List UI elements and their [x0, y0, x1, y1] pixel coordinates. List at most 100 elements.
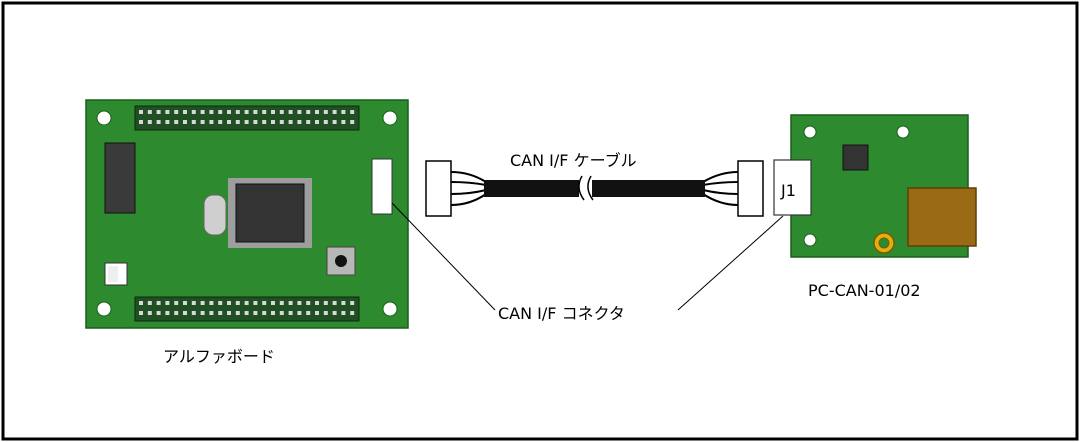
header-pin — [323, 301, 328, 305]
header-pin — [200, 110, 205, 114]
header-pin — [191, 110, 196, 114]
header-pin — [306, 120, 311, 124]
header-pin — [139, 311, 143, 315]
header-pin — [209, 301, 214, 305]
leader-lines — [391, 202, 784, 311]
header-pin — [253, 110, 258, 114]
header-pin — [156, 110, 161, 114]
header-pin — [156, 311, 161, 315]
header-pin — [165, 110, 170, 114]
header-pin — [147, 120, 152, 124]
can-connector-label: CAN I/F コネクタ — [498, 304, 625, 323]
header-pin — [139, 120, 143, 124]
usb-connector — [907, 187, 977, 247]
header-pin — [183, 311, 187, 315]
header-pin — [341, 301, 346, 305]
can-cable — [425, 160, 764, 217]
header-pin — [306, 301, 311, 305]
header-pin — [341, 120, 346, 124]
header-pin — [200, 311, 205, 315]
header-pin — [227, 311, 231, 315]
mounting-hole — [96, 110, 112, 126]
header-pin — [191, 311, 196, 315]
header-pin — [306, 311, 311, 315]
header-pin — [323, 110, 328, 114]
header-pin — [235, 110, 240, 114]
header-pin — [315, 120, 319, 124]
header-pin — [191, 120, 196, 124]
header-pin — [156, 301, 161, 305]
crystal — [203, 194, 227, 236]
header-pin — [262, 110, 267, 114]
header-pin — [235, 120, 240, 124]
header-pin — [350, 110, 355, 114]
header-pin — [262, 120, 267, 124]
alpha-board-label: アルファボード — [163, 347, 275, 366]
header-pin — [332, 311, 337, 315]
pccan-ic — [842, 144, 869, 171]
pc-can-label: PC-CAN-01/02 — [808, 281, 921, 300]
header-pin — [183, 110, 187, 114]
alpha-board — [85, 99, 409, 329]
mounting-hole — [382, 110, 398, 126]
header-pin — [139, 110, 143, 114]
j1-connector — [773, 159, 812, 216]
header-pin — [306, 110, 311, 114]
header-pin — [227, 110, 231, 114]
top-pin-header — [134, 105, 360, 131]
header-pin — [297, 110, 302, 114]
header-pin — [288, 311, 293, 315]
header-pin — [200, 301, 205, 305]
header-pin — [244, 120, 249, 124]
header-pin — [288, 301, 293, 305]
header-pin — [218, 110, 223, 114]
left-chip — [104, 142, 136, 214]
header-pin — [165, 301, 170, 305]
header-pin — [165, 120, 170, 124]
header-pin — [341, 311, 346, 315]
header-pin — [297, 120, 302, 124]
header-pin — [147, 110, 152, 114]
header-pin — [209, 120, 214, 124]
header-pin — [332, 110, 337, 114]
bottom-pin-header — [134, 296, 360, 322]
header-pin — [209, 110, 214, 114]
board-can-connector — [371, 158, 393, 215]
mounting-hole — [803, 125, 817, 139]
header-pin — [341, 110, 346, 114]
header-pin — [218, 311, 223, 315]
mounting-hole — [896, 125, 910, 139]
header-pin — [315, 301, 319, 305]
header-pin — [218, 120, 223, 124]
header-pin — [262, 301, 267, 305]
mounting-hole — [96, 301, 112, 317]
header-pin — [227, 120, 231, 124]
header-pin — [271, 311, 275, 315]
header-pin — [235, 311, 240, 315]
header-pin — [147, 311, 152, 315]
header-pin — [271, 110, 275, 114]
header-pin — [279, 311, 284, 315]
header-pin — [350, 311, 355, 315]
header-pin — [218, 301, 223, 305]
mounting-hole — [382, 301, 398, 317]
header-pin — [288, 120, 293, 124]
header-pin — [350, 301, 355, 305]
header-pin — [271, 120, 275, 124]
header-pin — [183, 301, 187, 305]
mcu-chip — [228, 178, 312, 248]
header-pin — [244, 301, 249, 305]
mounting-hole — [803, 233, 817, 247]
j1-label: J1 — [781, 181, 796, 200]
header-pin — [332, 120, 337, 124]
header-pin — [279, 301, 284, 305]
header-pin — [323, 120, 328, 124]
header-pin — [244, 110, 249, 114]
header-pin — [332, 301, 337, 305]
header-pin — [279, 120, 284, 124]
header-pin — [174, 301, 179, 305]
header-pin — [174, 120, 179, 124]
can-cable-label: CAN I/F ケーブル — [510, 151, 637, 170]
header-pin — [191, 301, 196, 305]
